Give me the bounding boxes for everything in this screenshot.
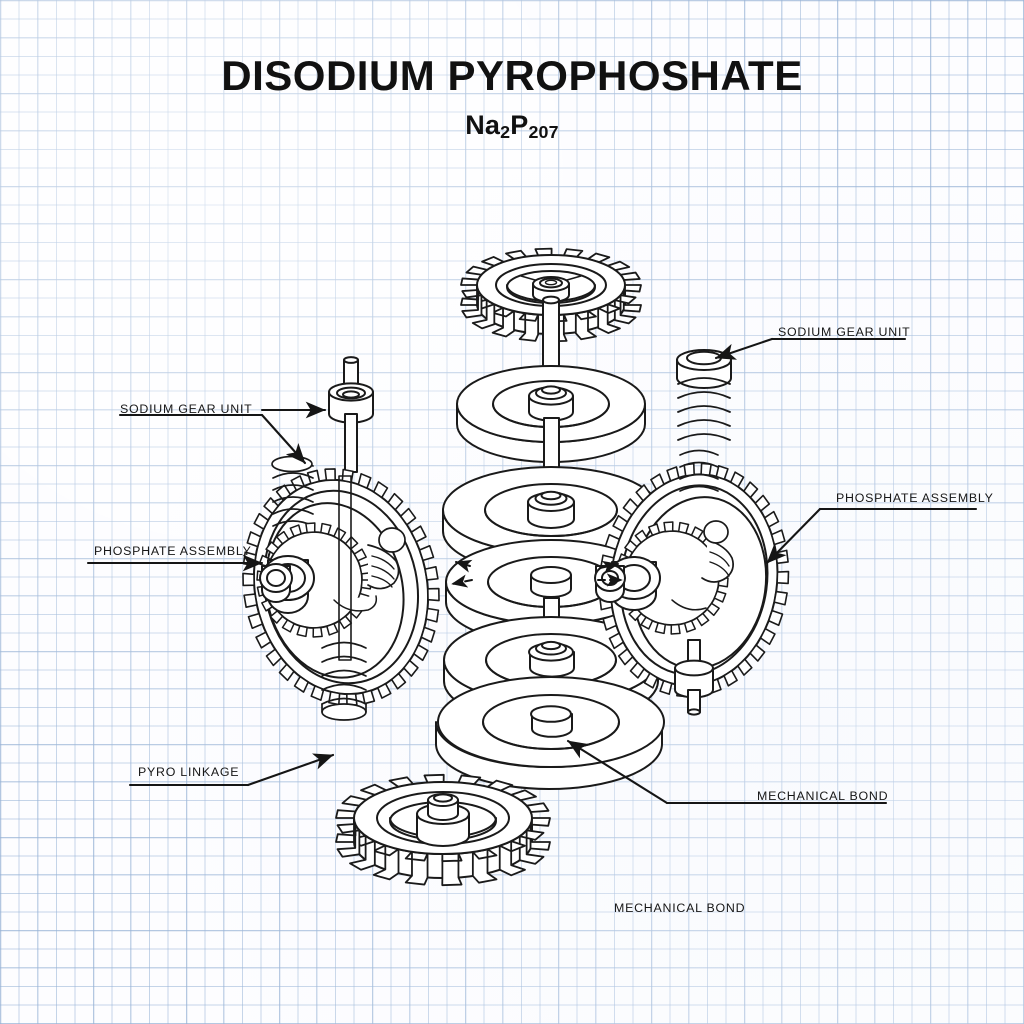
callout-phosphate-assembly-right: PHOSPHATE ASSEMBLY (836, 491, 994, 505)
chemical-formula: Na2P207 (465, 110, 559, 142)
callout-mechanical-bond-leader: MECHANICAL BOND (757, 789, 889, 803)
callout-pyro-linkage: PYRO LINKAGE (138, 765, 240, 779)
callout-mechanical-bond-plain: MECHANICAL BOND (614, 901, 746, 915)
callout-sodium-gear-unit-left: SODIUM GEAR UNIT (120, 402, 253, 416)
callout-leaders (86, 337, 978, 805)
disc-5 (435, 676, 665, 790)
right-spring-inner (679, 449, 719, 492)
left-ring-gear-assembly (242, 356, 440, 721)
callout-sodium-gear-unit-right: SODIUM GEAR UNIT (778, 325, 911, 339)
callout-phosphate-assembly-left: PHOSPHATE ASSEMBLY (94, 544, 252, 558)
bottom-gear (335, 773, 551, 887)
top-gear (460, 247, 642, 343)
assembly-arrows (451, 559, 623, 588)
right-spring-upper (676, 349, 732, 441)
page-title: DISODIUM PYROPHOSHATE (221, 52, 803, 99)
left-spring-lower (321, 641, 367, 721)
right-piston (594, 521, 729, 635)
